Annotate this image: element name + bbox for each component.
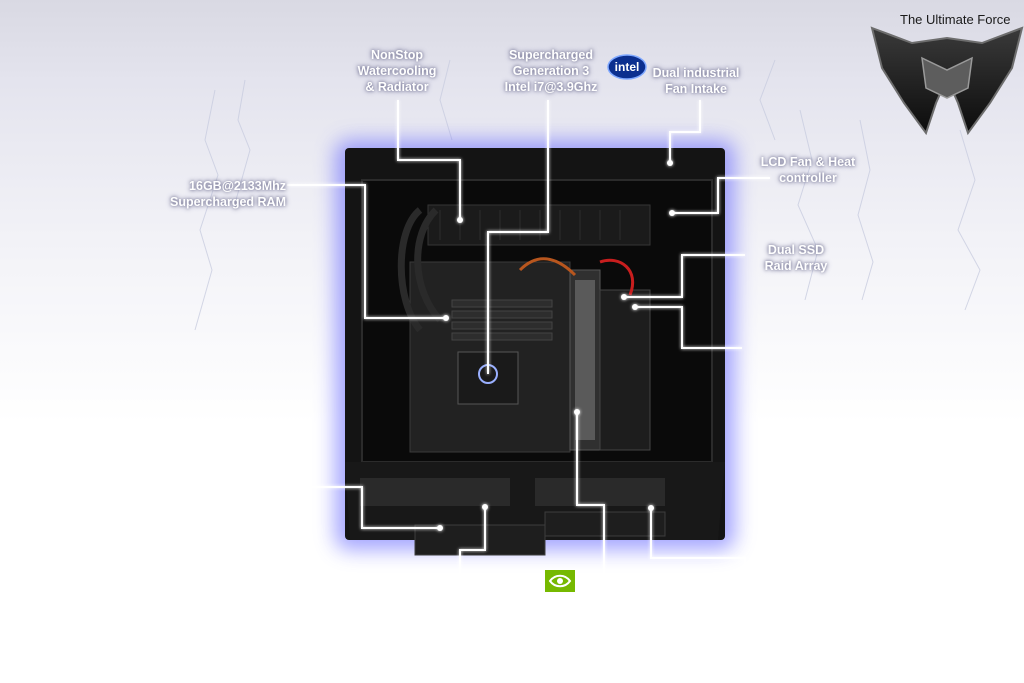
label-ram: 16GB@2133Mhz Supercharged RAM [170,179,286,209]
tuf-logo-icon [870,26,1024,136]
callout-line-bottom-right [650,508,746,608]
callout-dots [437,160,675,531]
label-watercooling: NonStop Watercooling & Radiator [357,48,437,94]
callout-line-fan-intake [669,100,701,163]
brand-tagline: The Ultimate Force [900,12,1011,27]
callout-lines [287,100,770,608]
label-ssd: Dual SSD Raid Array [764,243,828,273]
nvidia-icon [545,570,575,592]
label-cpu: Supercharged Generation 3 Intel i7@3.9Gh… [504,48,598,94]
callout-line-ssd-2 [635,306,742,349]
callout-line-ssd [624,254,745,298]
label-fan-intake: Dual industrial Fan Intake [652,66,740,96]
lightning-background [194,59,981,331]
callout-line-psu [459,507,486,598]
svg-text:intel: intel [615,60,640,74]
callout-line-lcd [672,177,770,214]
pc-case [345,148,725,556]
intel-icon: intel [607,54,647,80]
callout-line-gpu [576,412,605,598]
callout-line-front-left [287,486,440,529]
callout-line-ram [287,184,446,319]
callout-line-watercooling [397,100,461,220]
callout-line-cpu [487,100,549,374]
label-lcd-controller: LCD Fan & Heat controller [760,155,856,185]
